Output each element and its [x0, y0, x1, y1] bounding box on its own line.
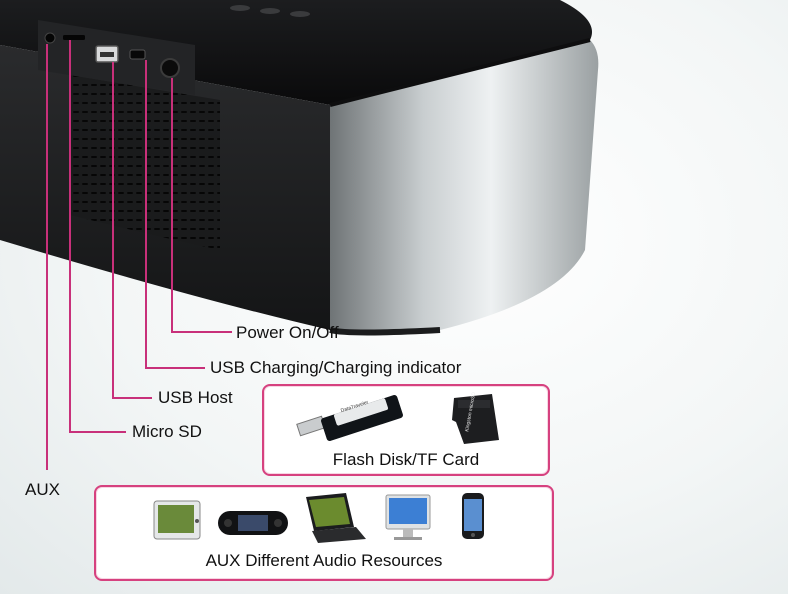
media-player-icon — [153, 500, 201, 540]
storage-box: DataTraveler Kingston microSD 4GB Flash … — [262, 384, 550, 476]
label-power: Power On/Off — [236, 323, 339, 342]
audio-sources-box: AUX Different Audio Resources — [94, 485, 554, 581]
label-usb-charging: USB Charging/Charging indicator — [210, 358, 462, 377]
power-button — [160, 58, 180, 78]
usb-charge-port — [129, 49, 146, 60]
callout-line-power — [171, 78, 232, 333]
speaker-silver-end — [330, 40, 599, 330]
label-aux: AUX — [25, 480, 60, 499]
callout-line-usb-charging — [145, 60, 205, 369]
audio-sources-caption: AUX Different Audio Resources — [205, 551, 443, 570]
usb-flash-drive-icon — [296, 395, 403, 441]
top-buttons — [230, 5, 310, 17]
label-usb-host: USB Host — [158, 388, 233, 407]
micro-sd-slot — [63, 35, 85, 40]
laptop-icon — [306, 493, 366, 543]
game-console-icon — [218, 511, 288, 535]
label-micro-sd: Micro SD — [132, 422, 202, 441]
microsd-card-icon: Kingston microSD 4GB — [452, 392, 499, 444]
speaker-top-face — [0, 0, 592, 105]
storage-images: DataTraveler Kingston microSD 4GB — [296, 392, 499, 444]
aux-port — [44, 32, 56, 44]
callout-line-usb-host — [112, 62, 152, 399]
storage-box-caption: Flash Disk/TF Card — [332, 450, 480, 469]
smartphone-icon — [462, 493, 484, 539]
callout-lines — [46, 40, 232, 470]
desktop-monitor-icon — [385, 494, 431, 540]
callout-line-micro-sd — [69, 40, 126, 433]
audio-device-images — [153, 493, 484, 543]
